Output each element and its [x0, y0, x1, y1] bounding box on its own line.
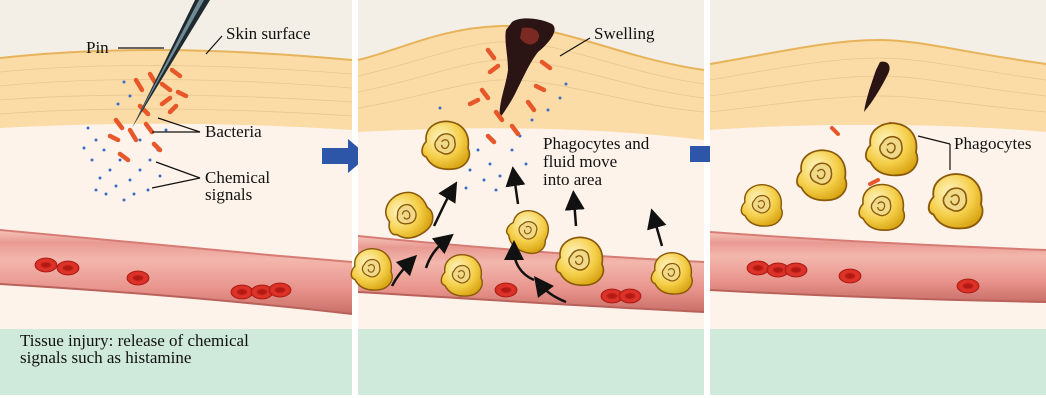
phagocytes-fluid-label-line2: fluid move	[543, 152, 617, 171]
red-blood-cell	[785, 263, 807, 277]
phagocytes-label: Phagocytes	[954, 134, 1031, 153]
chemical-signals-label-line2: signals	[205, 185, 252, 204]
caption-1-line1: Tissue injury: release of chemical	[20, 332, 249, 349]
phagocytes-fluid-label-line1: Phagocytes and	[543, 134, 650, 153]
red-blood-cell	[231, 285, 253, 299]
phagocyte	[422, 121, 469, 169]
phagocyte	[651, 253, 692, 294]
illustration: Pin Skin surface Bacteria Chemical signa…	[0, 0, 1046, 329]
phagocyte	[797, 150, 846, 200]
swelling-label: Swelling	[594, 24, 655, 43]
pin-label: Pin	[86, 38, 109, 57]
phagocytes-fluid-label-line3: into area	[543, 170, 602, 189]
caption-1-line2: signals such as histamine	[20, 349, 249, 366]
bacteria-label: Bacteria	[205, 122, 262, 141]
phagocyte	[929, 174, 983, 228]
panel-1: Pin Skin surface Bacteria Chemical signa…	[0, 0, 352, 329]
phagocyte	[866, 123, 918, 175]
red-blood-cell	[269, 283, 291, 297]
phagocyte	[859, 185, 904, 231]
red-blood-cell	[127, 271, 149, 285]
red-blood-cell	[495, 283, 517, 297]
red-blood-cell	[619, 289, 641, 303]
skin-surface-label: Skin surface	[226, 24, 311, 43]
phagocyte	[556, 237, 603, 285]
caption-box-3	[710, 329, 1046, 395]
red-blood-cell	[747, 261, 769, 275]
panel-2: Swelling Phagocytes and fluid move into …	[351, 0, 704, 329]
red-blood-cell	[57, 261, 79, 275]
skin-layer	[0, 50, 352, 130]
caption-1: Tissue injury: release of chemical signa…	[20, 332, 249, 366]
phagocyte	[441, 255, 482, 296]
panel-3: Phagocytes	[710, 0, 1046, 329]
red-blood-cell	[839, 269, 861, 283]
red-blood-cell	[957, 279, 979, 293]
phagocyte	[741, 185, 782, 226]
caption-box-2	[358, 329, 704, 395]
phagocyte	[351, 249, 392, 290]
red-blood-cell	[35, 258, 57, 272]
